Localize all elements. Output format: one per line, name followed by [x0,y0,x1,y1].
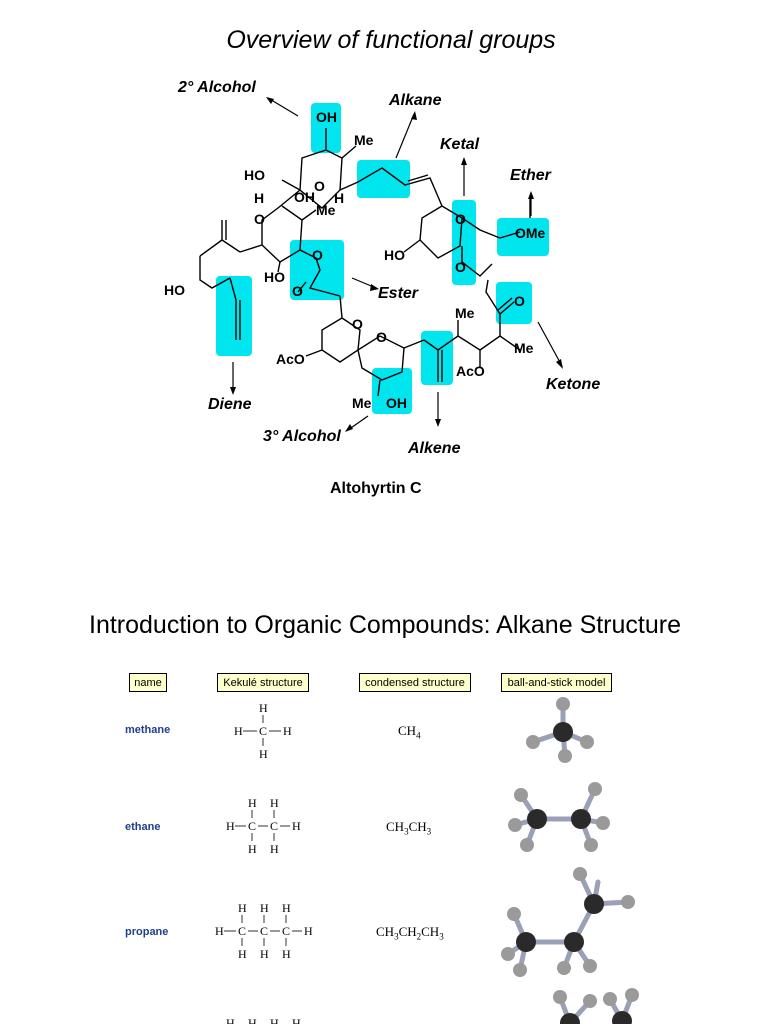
svg-text:C: C [260,924,268,938]
svg-text:Me: Me [352,395,372,411]
functional-groups-title: Overview of functional groups [226,26,556,54]
svg-text:H: H [292,819,301,833]
label-ether: Ether [510,167,552,184]
kekule-ethane: H H H C C H H H [226,796,301,856]
header-kekule: Kekulé structure [217,673,309,692]
svg-text:C: C [282,924,290,938]
svg-text:H: H [260,901,269,915]
svg-text:H: H [260,947,269,961]
condensed-methane: CH4 [398,723,421,741]
label-2-alcohol: 2° Alcohol [177,79,256,96]
svg-text:H: H [334,190,344,206]
svg-text:H: H [248,796,257,810]
svg-text:HO: HO [244,167,265,183]
svg-text:OMe: OMe [515,225,546,241]
svg-text:OH: OH [316,109,337,125]
svg-text:H: H [259,701,268,715]
svg-text:H: H [238,901,247,915]
label-diene: Diene [208,396,252,413]
svg-text:H: H [282,901,291,915]
svg-text:C: C [259,724,267,738]
svg-text:H: H [270,842,279,856]
svg-text:O: O [514,293,525,309]
svg-text:H: H [248,842,257,856]
label-ketone: Ketone [546,376,600,393]
row-name-ethane: ethane [125,821,161,833]
label-3-alcohol: 3° Alcohol [263,428,341,445]
atom-labels: OH Me HO O H OH H Me O O HO O HO HO O O … [164,109,546,411]
svg-text:H: H [259,747,268,761]
svg-text:O: O [314,178,325,194]
svg-text:O: O [292,283,303,299]
svg-text:H: H [248,1018,257,1024]
svg-text:O: O [455,211,466,227]
svg-text:Me: Me [354,132,374,148]
svg-text:H: H [226,1018,235,1024]
svg-text:H: H [292,1018,301,1024]
ball-stick-ethane [508,782,610,852]
svg-text:HO: HO [164,282,185,298]
svg-text:H: H [270,1018,279,1024]
ball-stick-butane-partial [553,988,639,1024]
svg-text:OH: OH [294,189,315,205]
svg-text:H: H [226,819,235,833]
label-alkene: Alkene [407,440,461,457]
svg-text:O: O [455,259,466,275]
svg-text:H: H [304,924,313,938]
svg-text:H: H [283,724,292,738]
header-condensed: condensed structure [359,673,471,692]
svg-text:C: C [238,924,246,938]
svg-text:O: O [376,329,387,345]
svg-text:O: O [254,211,265,227]
svg-text:H: H [254,190,264,206]
ball-stick-methane [526,697,594,763]
row-name-propane: propane [125,926,169,938]
kekule-propane: H H H H C C C H H H H [215,901,313,961]
svg-text:Me: Me [514,340,534,356]
highlight-boxes [216,103,549,414]
svg-text:HO: HO [264,269,285,285]
compound-name: Altohyrtin C [330,480,422,497]
label-ester: Ester [378,285,419,302]
annotation-arrows [232,97,563,431]
svg-text:O: O [352,316,363,332]
svg-text:AcO: AcO [276,351,305,367]
kekule-methane: H H C H H [234,701,292,761]
svg-text:OH: OH [386,395,407,411]
condensed-ethane: CH3CH3 [386,819,432,837]
altohyrtin-structure-diagram: OH Me HO O H OH H Me O O HO O HO HO O O … [164,79,600,497]
condensed-propane: CH3CH2CH3 [376,924,444,942]
alkane-structure-title: Introduction to Organic Compounds: Alkan… [89,611,681,639]
svg-text:O: O [312,247,323,263]
svg-text:C: C [248,819,256,833]
kekule-butane-partial: H H H H [226,1018,301,1024]
svg-text:Me: Me [316,202,336,218]
svg-text:H: H [282,947,291,961]
header-ball-and-stick: ball-and-stick model [501,673,612,692]
svg-text:HO: HO [384,247,405,263]
svg-text:H: H [238,947,247,961]
svg-text:H: H [215,924,224,938]
svg-text:Me: Me [455,305,475,321]
svg-text:H: H [270,796,279,810]
row-name-methane: methane [125,724,171,736]
svg-text:AcO: AcO [456,363,485,379]
ball-stick-propane [501,867,635,977]
header-name: name [129,673,167,692]
arrow-heads [230,97,563,432]
svg-text:C: C [270,819,278,833]
svg-text:H: H [234,724,243,738]
label-alkane: Alkane [388,92,442,109]
molecule-bonds [199,128,531,397]
label-ketal: Ketal [440,136,480,153]
